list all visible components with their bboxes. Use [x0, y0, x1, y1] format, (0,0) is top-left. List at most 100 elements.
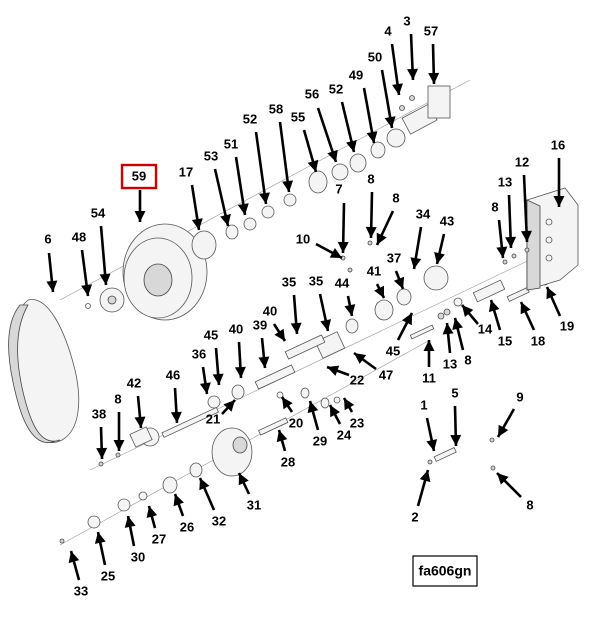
callout-3: 3: [403, 13, 410, 28]
arrowhead-59: [134, 211, 146, 222]
callout-8: 8: [526, 497, 533, 512]
callout-51: 51: [224, 136, 238, 151]
callout-46: 46: [166, 367, 180, 382]
callout-10: 10: [296, 231, 310, 246]
callout-8: 8: [491, 199, 498, 214]
leader-arrows: [46, 33, 565, 581]
callout-33: 33: [74, 583, 88, 598]
arrowhead-30: [124, 516, 136, 528]
arrowhead-1: [426, 439, 438, 451]
callout-14: 14: [478, 321, 493, 336]
arrowhead-36: [199, 382, 211, 394]
callout-18: 18: [531, 333, 545, 348]
callout-35: 35: [282, 274, 296, 289]
callout-12: 12: [515, 154, 529, 169]
arrowhead-12: [521, 230, 533, 242]
arrowhead-35: [290, 322, 302, 334]
callout-48: 48: [72, 229, 86, 244]
callout-54: 54: [91, 205, 106, 220]
callout-36: 36: [192, 346, 206, 361]
arrowhead-13: [505, 236, 517, 248]
callout-2: 2: [411, 509, 418, 524]
arrowhead-8: [376, 232, 387, 245]
callout-24: 24: [337, 427, 352, 442]
callout-11: 11: [422, 370, 436, 385]
callout-26: 26: [180, 519, 194, 534]
arrowhead-14: [462, 305, 474, 317]
arrowhead-57: [428, 72, 440, 84]
lower-pulley-parts: [59, 417, 289, 544]
arrowhead-34: [410, 257, 422, 269]
arrowhead-52: [346, 140, 357, 152]
callout-35: 35: [309, 273, 323, 288]
callout-32: 32: [212, 513, 226, 528]
arrowhead-41: [374, 285, 384, 298]
callout-52: 52: [243, 111, 257, 126]
arrowhead-48: [81, 284, 93, 296]
arrowhead-54: [99, 273, 111, 285]
arrowhead-19: [546, 287, 557, 300]
callout-5: 5: [451, 385, 458, 400]
arrowhead-58: [282, 180, 294, 192]
arrowhead-43: [434, 252, 445, 264]
callout-31: 31: [247, 497, 261, 512]
arrowhead-46: [170, 411, 182, 423]
callout-20: 20: [289, 415, 303, 430]
callout-8: 8: [114, 391, 121, 406]
arrowhead-5: [450, 434, 462, 446]
sheave-drawing: [85, 223, 208, 321]
arrowhead-24: [330, 405, 340, 418]
callout-1: 1: [420, 397, 427, 412]
right-side-parts: [409, 278, 549, 340]
callout-13: 13: [498, 174, 512, 189]
arrowhead-45: [212, 373, 224, 385]
leader-arrow-12: [522, 174, 529, 243]
callout-23: 23: [350, 415, 364, 430]
arrowhead-7: [337, 241, 349, 253]
callout-45: 45: [204, 327, 218, 342]
arrowhead-31: [238, 473, 249, 486]
arrowhead-8: [452, 318, 464, 331]
callout-8: 8: [392, 190, 399, 205]
arrowhead-15: [488, 300, 500, 313]
callout-19: 19: [560, 318, 574, 333]
arrowhead-53: [220, 214, 231, 226]
upper-shaft-parts: [191, 85, 451, 260]
middle-shaft-parts: [284, 240, 449, 360]
arrowhead-23: [344, 398, 355, 411]
arrowhead-45: [402, 313, 412, 326]
callout-42: 42: [127, 375, 141, 390]
callout-27: 27: [152, 531, 166, 546]
callout-21: 21: [206, 411, 220, 426]
callout-13: 13: [443, 356, 457, 371]
callout-40: 40: [229, 321, 243, 336]
arrowhead-27: [146, 506, 158, 519]
callout-16: 16: [551, 137, 565, 152]
arrowhead-17: [191, 218, 203, 230]
arrowhead-39: [258, 356, 270, 368]
highlighted-part-box: [120, 163, 158, 190]
bracket-drawing: [502, 187, 579, 291]
figure-code-box: [412, 555, 478, 587]
highlighted-part-number: 59: [132, 168, 146, 183]
lower-middle-parts: [140, 364, 341, 447]
arrowhead-10: [329, 247, 342, 258]
callout-22: 22: [350, 372, 364, 387]
arrowhead-47: [354, 353, 367, 364]
callout-28: 28: [281, 454, 295, 469]
callout-8: 8: [367, 171, 374, 186]
arrowhead-11: [423, 340, 435, 351]
callout-8: 8: [464, 352, 471, 367]
callout-40: 40: [263, 303, 277, 318]
arrowhead-21: [223, 400, 235, 412]
left-small-parts: [98, 426, 153, 467]
belt-drawing: [8, 299, 80, 443]
callout-55: 55: [291, 109, 305, 124]
bolt-parts: [427, 437, 496, 471]
figure-code: fa606gn: [419, 563, 472, 579]
arrowhead-52: [259, 192, 270, 204]
arrowhead-9: [498, 424, 509, 437]
arrowhead-56: [327, 149, 338, 162]
arrowhead-29: [307, 401, 319, 414]
